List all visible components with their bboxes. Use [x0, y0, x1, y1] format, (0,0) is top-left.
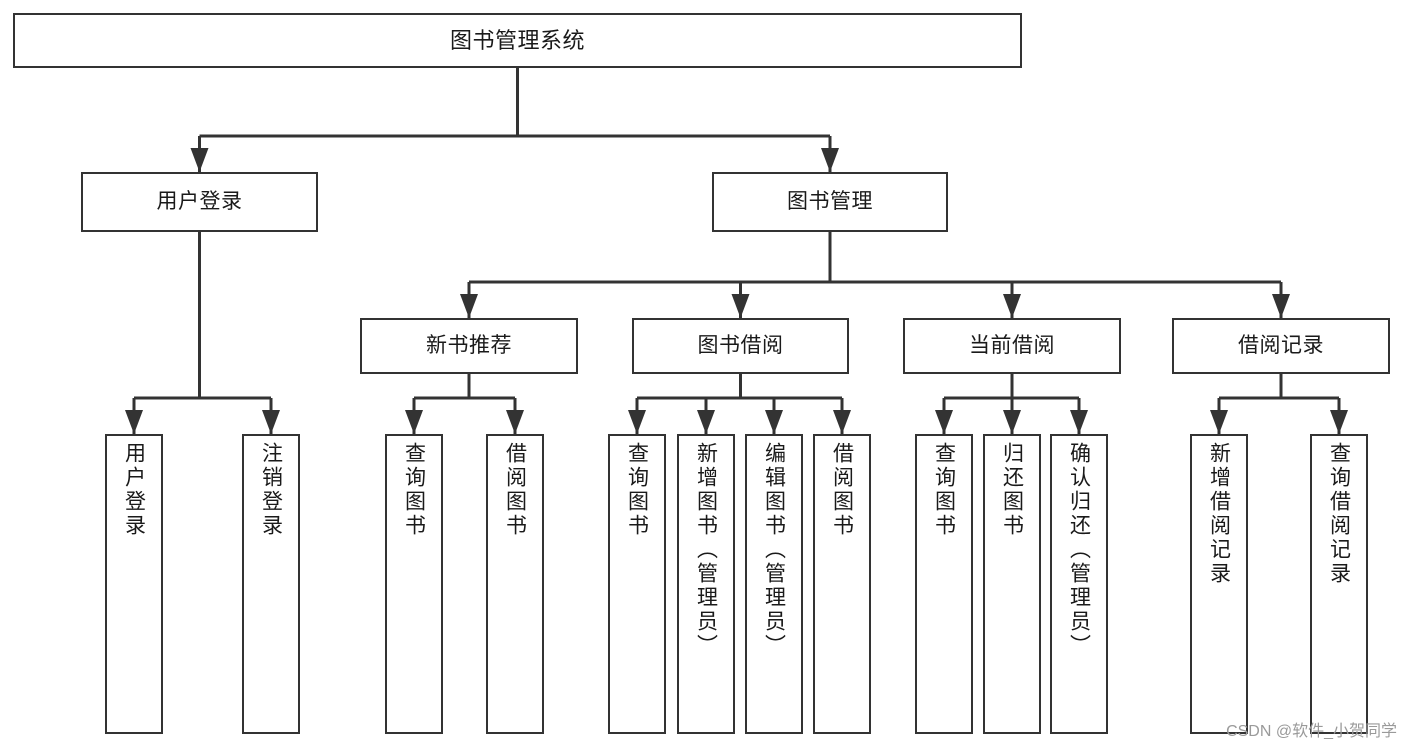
node-label: 查询图书	[402, 442, 426, 538]
node-label: 查询借阅记录	[1327, 442, 1351, 586]
arrowhead-icon	[833, 410, 851, 434]
node-b3[interactable]: 编辑图书（管理员）	[745, 434, 803, 734]
node-label: 用户登录	[122, 442, 146, 538]
node-c2[interactable]: 归还图书	[983, 434, 1041, 734]
arrowhead-icon	[1003, 410, 1021, 434]
arrowhead-icon	[1210, 410, 1228, 434]
node-label: 借阅图书	[830, 442, 854, 538]
node-n1[interactable]: 查询图书	[385, 434, 443, 734]
node-label: 查询图书	[625, 442, 649, 538]
node-label: 借阅图书	[503, 442, 527, 538]
arrowhead-icon	[262, 410, 280, 434]
arrowhead-icon	[190, 148, 209, 172]
node-l1[interactable]: 用户登录	[105, 434, 163, 734]
node-c1[interactable]: 查询图书	[915, 434, 973, 734]
arrowhead-icon	[628, 410, 646, 434]
node-current[interactable]: 当前借阅	[903, 318, 1121, 374]
node-borrow[interactable]: 图书借阅	[632, 318, 849, 374]
node-root[interactable]: 图书管理系统	[13, 13, 1022, 68]
node-label: 当前借阅	[969, 333, 1055, 357]
arrowhead-icon	[460, 294, 478, 318]
node-label: 新书推荐	[426, 333, 512, 357]
csdn-watermark: CSDN @软件_小贺同学	[1226, 723, 1397, 740]
arrowhead-icon	[935, 410, 953, 434]
node-l2[interactable]: 注销登录	[242, 434, 300, 734]
node-label: 借阅记录	[1238, 333, 1324, 357]
node-newbook[interactable]: 新书推荐	[360, 318, 578, 374]
arrowhead-icon	[1070, 410, 1088, 434]
node-r2[interactable]: 查询借阅记录	[1310, 434, 1368, 734]
arrowhead-icon	[1272, 294, 1290, 318]
node-label: 新增借阅记录	[1207, 442, 1231, 586]
node-label: 注销登录	[259, 442, 283, 538]
node-label: 确认归还（管理员）	[1067, 442, 1091, 658]
node-c3[interactable]: 确认归还（管理员）	[1050, 434, 1108, 734]
node-label: 图书借阅	[697, 333, 784, 357]
node-b1[interactable]: 查询图书	[608, 434, 666, 734]
node-n2[interactable]: 借阅图书	[486, 434, 544, 734]
node-b4[interactable]: 借阅图书	[813, 434, 871, 734]
node-login[interactable]: 用户登录	[81, 172, 318, 232]
node-bookmgmt[interactable]: 图书管理	[712, 172, 948, 232]
node-r1[interactable]: 新增借阅记录	[1190, 434, 1248, 734]
arrowhead-icon	[731, 294, 750, 318]
node-label: 图书管理系统	[449, 27, 585, 53]
arrowhead-icon	[697, 410, 715, 434]
arrowhead-icon	[506, 410, 524, 434]
arrowhead-icon	[821, 148, 839, 172]
arrowhead-icon	[125, 410, 143, 434]
node-records[interactable]: 借阅记录	[1172, 318, 1390, 374]
node-label: 查询图书	[932, 442, 956, 538]
node-label: 用户登录	[156, 189, 243, 213]
arrowhead-icon	[765, 410, 783, 434]
node-label: 编辑图书（管理员）	[762, 442, 786, 658]
node-label: 归还图书	[1000, 442, 1024, 538]
node-label: 图书管理	[787, 189, 873, 213]
arrowhead-icon	[1330, 410, 1348, 434]
node-label: 新增图书（管理员）	[694, 442, 718, 658]
arrowhead-icon	[405, 410, 423, 434]
node-b2[interactable]: 新增图书（管理员）	[677, 434, 735, 734]
arrowhead-icon	[1003, 294, 1021, 318]
